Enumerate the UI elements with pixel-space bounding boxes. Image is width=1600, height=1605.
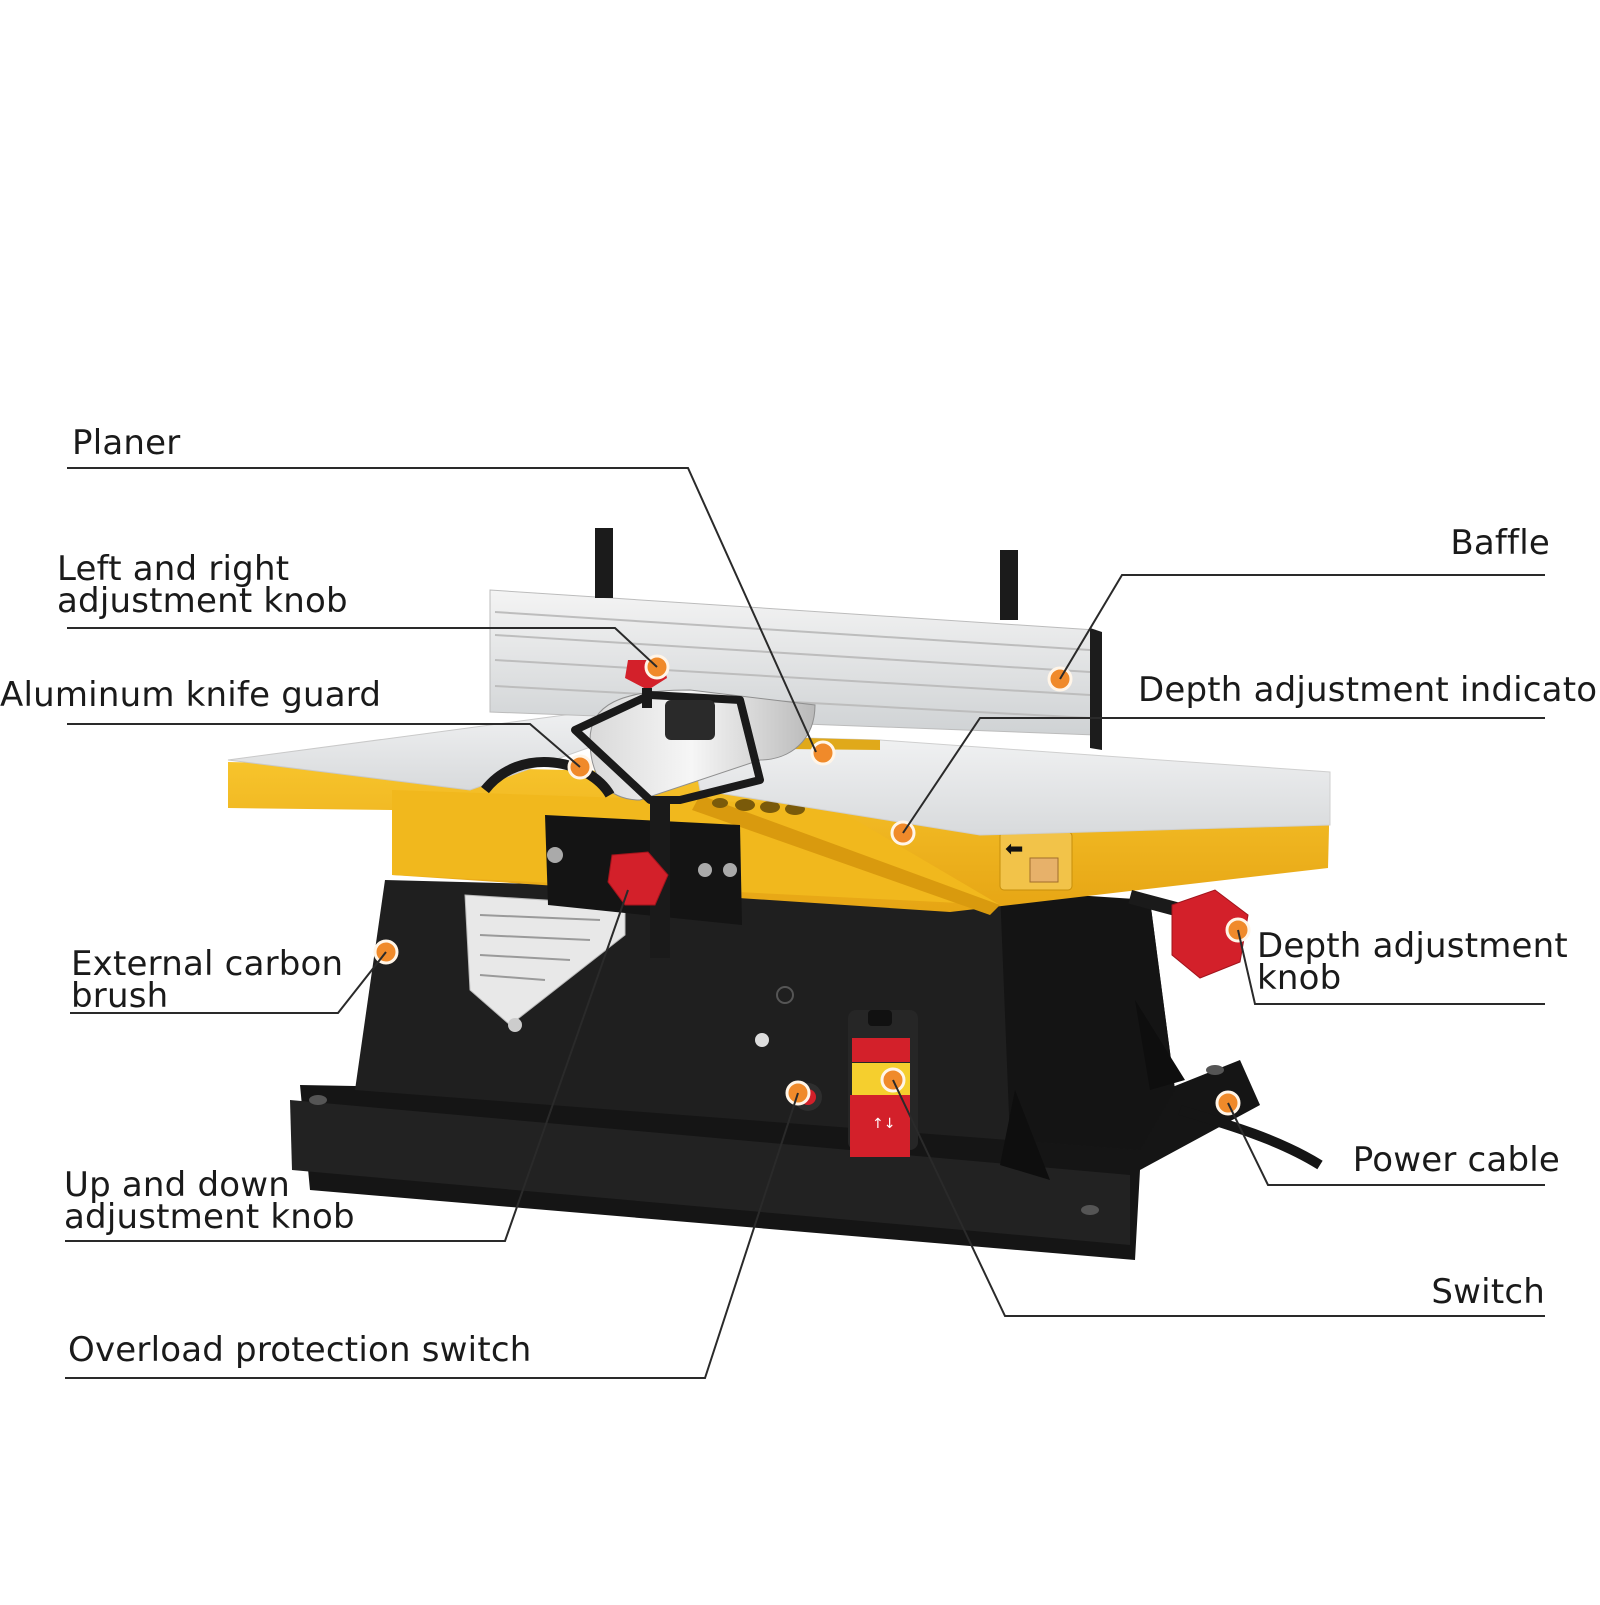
label-aluminum-knife-guard: Aluminum knife guard bbox=[0, 675, 382, 715]
power-cable bbox=[1178, 1105, 1323, 1170]
label-planer: Planer bbox=[72, 423, 181, 463]
label-overload-protection-switch: Overload protection switch bbox=[68, 1330, 532, 1370]
knife-guard bbox=[481, 689, 816, 958]
svg-text:↑↓: ↑↓ bbox=[872, 1116, 895, 1132]
label-switch: Switch bbox=[1431, 1272, 1545, 1312]
leader-lines bbox=[65, 467, 1545, 1379]
red-knob-icon bbox=[607, 851, 669, 906]
red-knob-icon bbox=[1128, 889, 1249, 979]
label-baffle: Baffle bbox=[1450, 523, 1550, 563]
label-power-cable: Power cable bbox=[1352, 1140, 1560, 1180]
switch-icon: ↑↓ bbox=[848, 1010, 918, 1157]
label-depth-adjustment-indicator: Depth adjustment indicator bbox=[1138, 670, 1600, 710]
svg-text:⬅: ⬅ bbox=[1005, 837, 1023, 862]
